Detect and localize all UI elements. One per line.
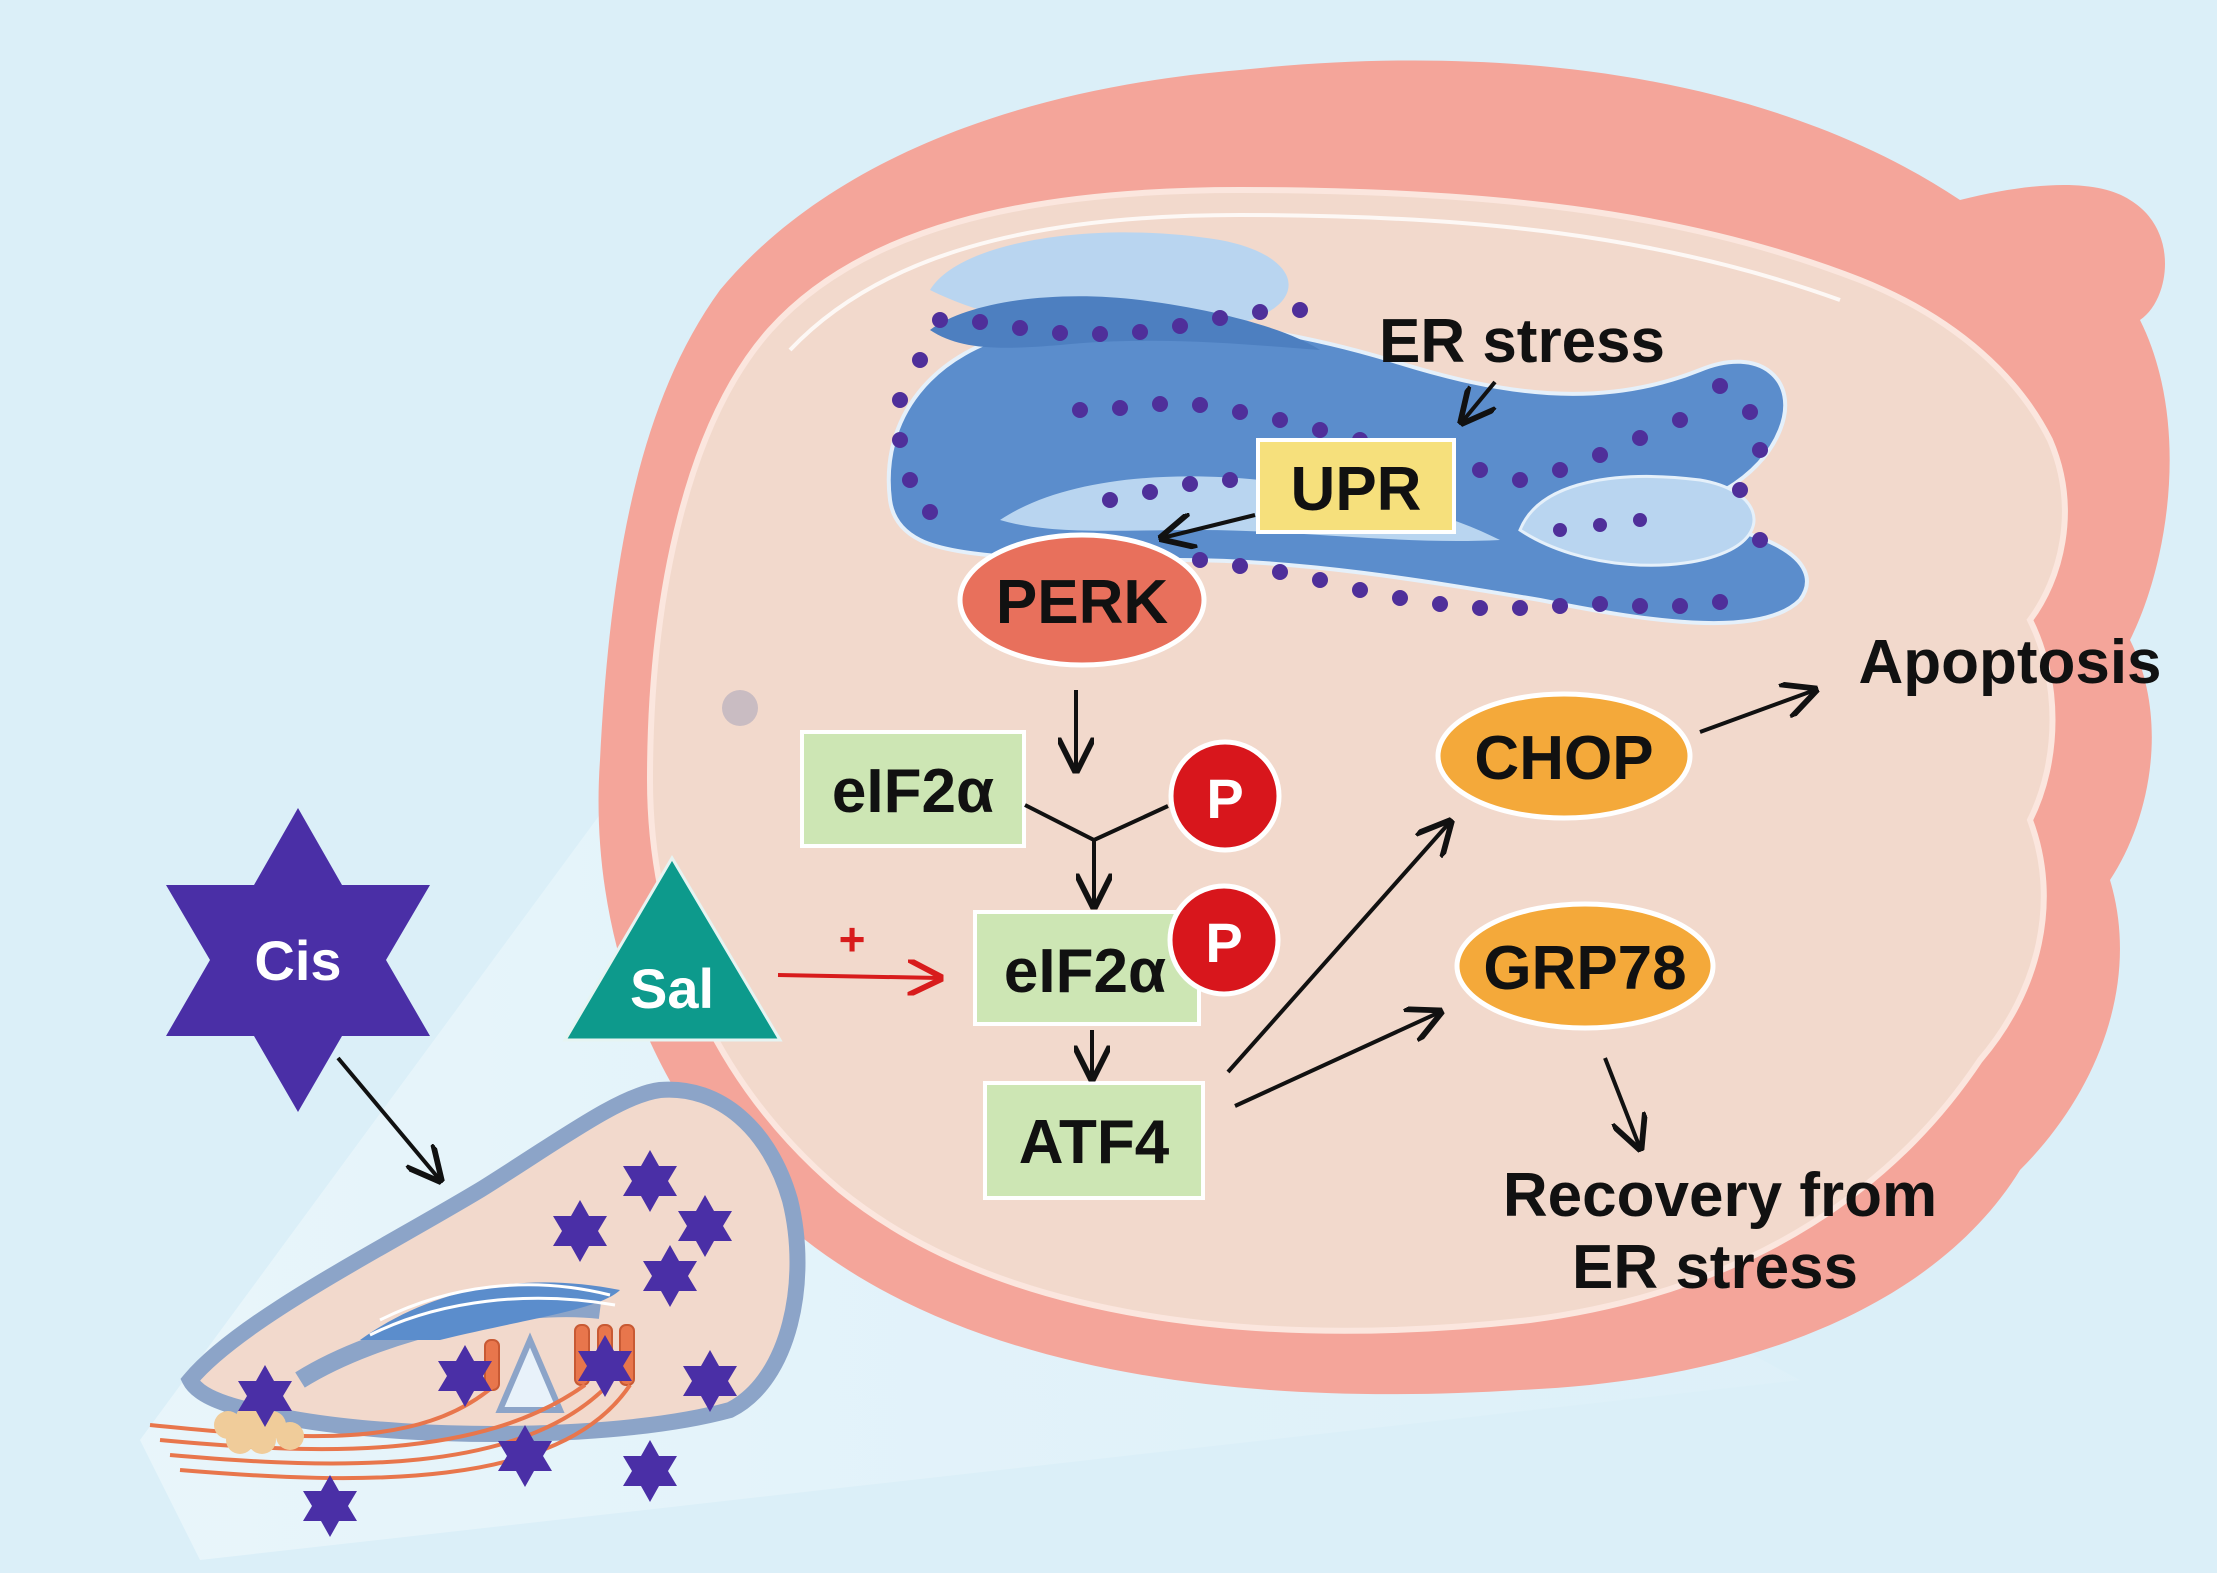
cochlea-illustration [149, 1081, 806, 1537]
eif2a-p-label: eIF2α [1004, 937, 1166, 1006]
phosphate-circle-2 [1167, 883, 1281, 997]
arrow-upr-to-perk [1162, 515, 1256, 538]
chop-label: CHOP [1474, 724, 1653, 793]
arrow-grp78-to-recovery [1603, 1057, 1640, 1148]
phosphate-circle-1 [1168, 739, 1282, 853]
pathway-arrows [336, 380, 1815, 1180]
arrow-atf4-to-grp78 [1234, 1012, 1440, 1108]
recovery-label-line2: ER stress [1572, 1233, 1858, 1302]
atf4-label: ATF4 [1019, 1108, 1170, 1177]
sal-label: Sal [630, 957, 714, 1020]
atf4-box [983, 1081, 1205, 1200]
ribosome-dots [892, 302, 1768, 616]
upr-box [1256, 438, 1456, 534]
perk-label: PERK [996, 568, 1168, 637]
vesicle [722, 690, 758, 726]
cell-inner-membrane-line [788, 212, 1841, 352]
eif2a-box [800, 730, 1026, 848]
perk-oval [957, 532, 1207, 668]
arrow-sal-to-eif2a-p [777, 975, 940, 978]
apoptosis-label: Apoptosis [1858, 628, 2161, 697]
arrow-er-stress-to-upr [1462, 380, 1497, 422]
eif2a-label: eIF2α [832, 757, 994, 826]
arrow-atf4-to-chop [1226, 822, 1450, 1074]
sal-effect-sign: + [839, 913, 866, 965]
upr-label: UPR [1291, 455, 1422, 524]
sal-triangle-icon [562, 855, 783, 1042]
recovery-label-line1: Recovery from [1503, 1161, 1937, 1230]
phosphate-label-2: P [1205, 911, 1242, 974]
chop-oval [1435, 691, 1693, 821]
phosphate-label-1: P [1206, 767, 1243, 830]
er-stress-label: ER stress [1379, 307, 1665, 376]
eif2a-p-box [973, 910, 1201, 1026]
arrow-chop-to-apoptosis [1699, 690, 1815, 734]
cis-star-icon [166, 808, 430, 1112]
grp78-label: GRP78 [1483, 934, 1686, 1003]
grp78-oval [1454, 901, 1716, 1031]
arrow-cis-to-cochlea [336, 1056, 440, 1180]
cis-label: Cis [254, 929, 341, 992]
